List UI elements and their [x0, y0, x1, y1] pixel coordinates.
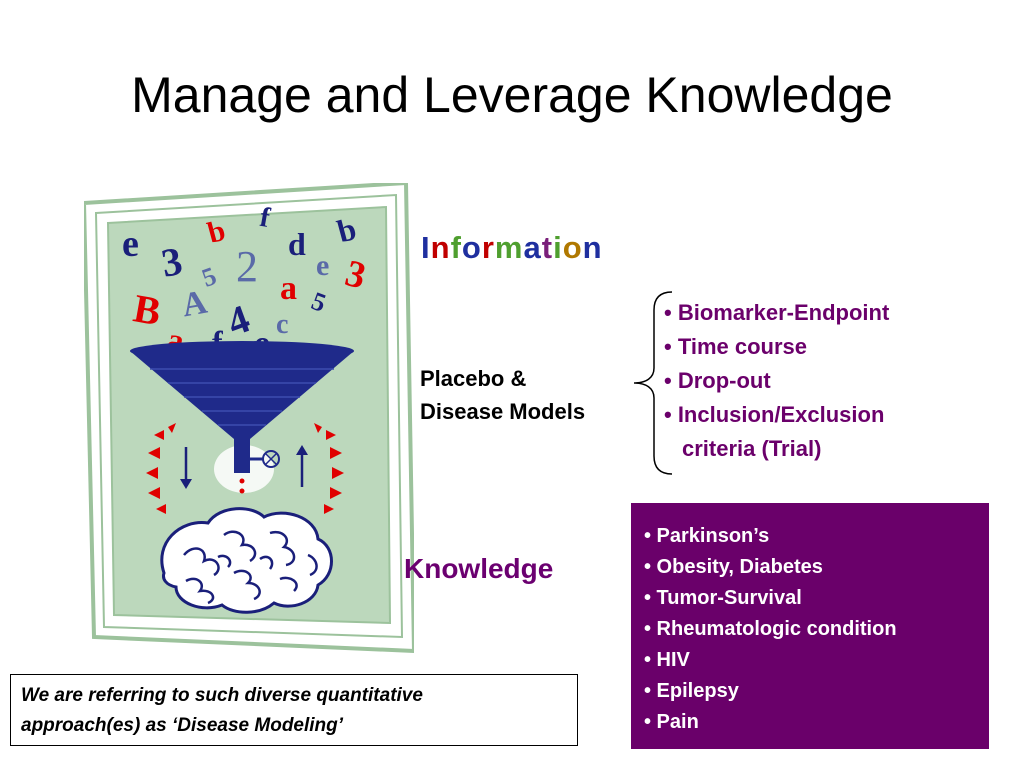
list-item: • Obesity, Diabetes [644, 556, 823, 578]
list-item: • Pain [644, 711, 699, 733]
info-letter: I [421, 230, 431, 265]
disease-modeling-note: We are referring to such diverse quantit… [10, 674, 578, 746]
info-letter: n [430, 230, 451, 265]
list-item: • Epilepsy [644, 680, 739, 702]
disease-models-line: Disease Models [420, 399, 586, 424]
curly-brace [633, 291, 673, 475]
disease-list-panel [631, 503, 989, 749]
list-item: • Parkinson’s [644, 525, 770, 547]
note-line: We are referring to such diverse quantit… [21, 685, 423, 706]
info-letter: n [582, 230, 603, 265]
list-item: • Biomarker-Endpoint [664, 300, 890, 325]
list-item: • Inclusion/Exclusion [664, 402, 885, 427]
svg-text:e: e [122, 223, 139, 265]
info-letter: r [481, 230, 495, 265]
knowledge-funnel-illustration: e 3 b f d b 5 2 e 3 B A a 5 a f 4 c e [84, 183, 414, 653]
list-item: • Time course [664, 334, 808, 359]
info-letter: f [450, 230, 462, 265]
down-arrow-icon [180, 447, 192, 489]
info-letter: a [523, 230, 542, 265]
svg-text:d: d [288, 226, 306, 262]
placebo-line: Placebo & [420, 366, 527, 391]
info-letter: o [461, 230, 482, 265]
funnel-icon [130, 341, 354, 473]
list-item: • Drop-out [664, 368, 771, 393]
list-item: • Rheumatologic condition [644, 618, 897, 640]
svg-text:c: c [276, 309, 288, 340]
right-triangles [314, 423, 344, 514]
note-line: approach(es) as ‘Disease Modeling’ [21, 715, 344, 736]
list-item: • HIV [644, 649, 690, 671]
info-letter: t [541, 230, 554, 265]
left-triangles [146, 423, 176, 514]
disease-list: • Parkinson’s • Obesity, Diabetes • Tumo… [644, 521, 897, 738]
svg-text:e: e [316, 249, 329, 282]
model-aspects-list: • Biomarker-Endpoint • Time course • Dro… [664, 296, 889, 466]
list-item: criteria (Trial) [682, 436, 822, 461]
up-arrow-icon [296, 445, 308, 487]
svg-text:2: 2 [236, 242, 258, 291]
info-letter: o [562, 230, 583, 265]
brain-icon [160, 507, 333, 614]
slide-title: Manage and Leverage Knowledge [131, 67, 893, 123]
list-item: • Tumor-Survival [644, 587, 802, 609]
info-letter: i [553, 230, 563, 265]
svg-text:a: a [280, 270, 297, 307]
knowledge-label: Knowledge [404, 553, 554, 584]
placebo-disease-models-label: Placebo & Disease Models [420, 362, 585, 428]
info-letter: m [494, 230, 524, 265]
information-heading: Information [421, 230, 603, 266]
